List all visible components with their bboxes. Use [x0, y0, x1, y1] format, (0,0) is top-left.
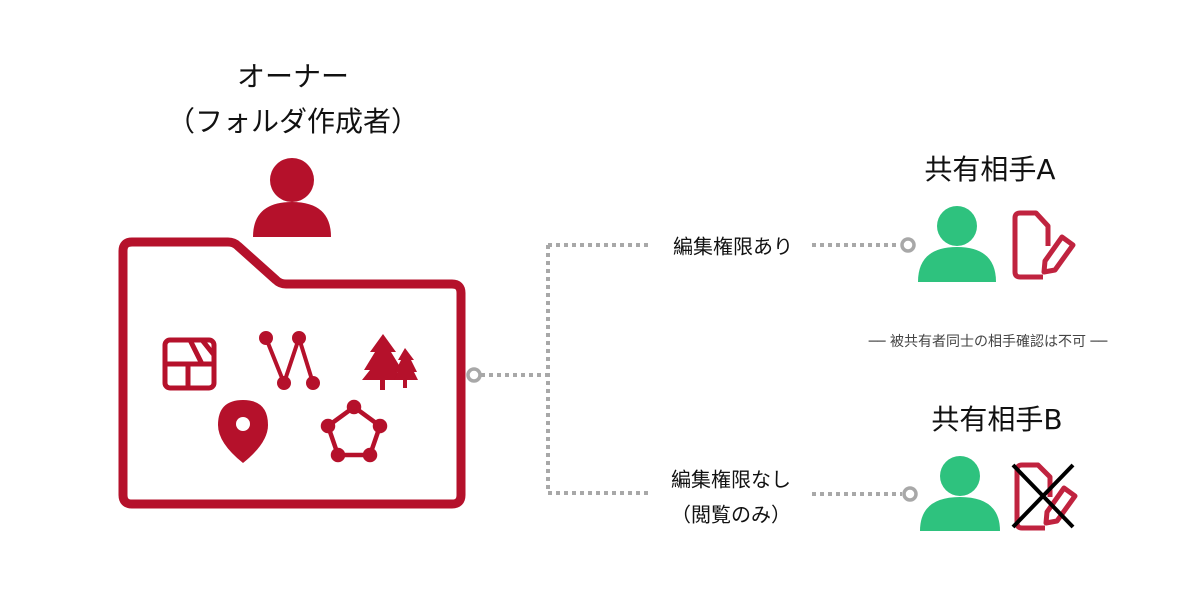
- location-pin-icon: [218, 400, 268, 463]
- polygon-icon: [320, 399, 388, 463]
- recipient-b-title: 共有相手B: [931, 403, 1063, 436]
- owner-person-icon: [253, 158, 331, 237]
- connector-lines: [481, 243, 902, 496]
- edit-document-disabled-icon: [1011, 462, 1078, 531]
- recipient-a-title: 共有相手A: [924, 153, 1056, 186]
- map-grid-icon: [162, 337, 217, 391]
- recipient-b-person-icon: [920, 456, 1000, 531]
- recipient-a-permission: 編集権限あり: [673, 234, 793, 259]
- folder-connector-node: [466, 367, 482, 383]
- recipient-b-permission-note: （閲覧のみ）: [671, 502, 791, 527]
- recipient-b-node: [902, 486, 918, 502]
- recipient-b-permission: 編集権限なし: [671, 467, 791, 492]
- recipient-a-person-icon: [918, 206, 996, 282]
- owner-title: オーナー: [236, 60, 350, 93]
- line-graph-icon: [259, 331, 320, 390]
- trees-icon: [362, 334, 418, 390]
- edit-document-icon: [1012, 210, 1076, 280]
- recipient-a-node: [900, 237, 916, 253]
- recipient-visibility-note: ── 被共有者同士の相手確認は不可 ──: [868, 334, 1108, 350]
- owner-subtitle: （フォルダ作成者）: [166, 105, 420, 138]
- folder-icon: [118, 237, 466, 509]
